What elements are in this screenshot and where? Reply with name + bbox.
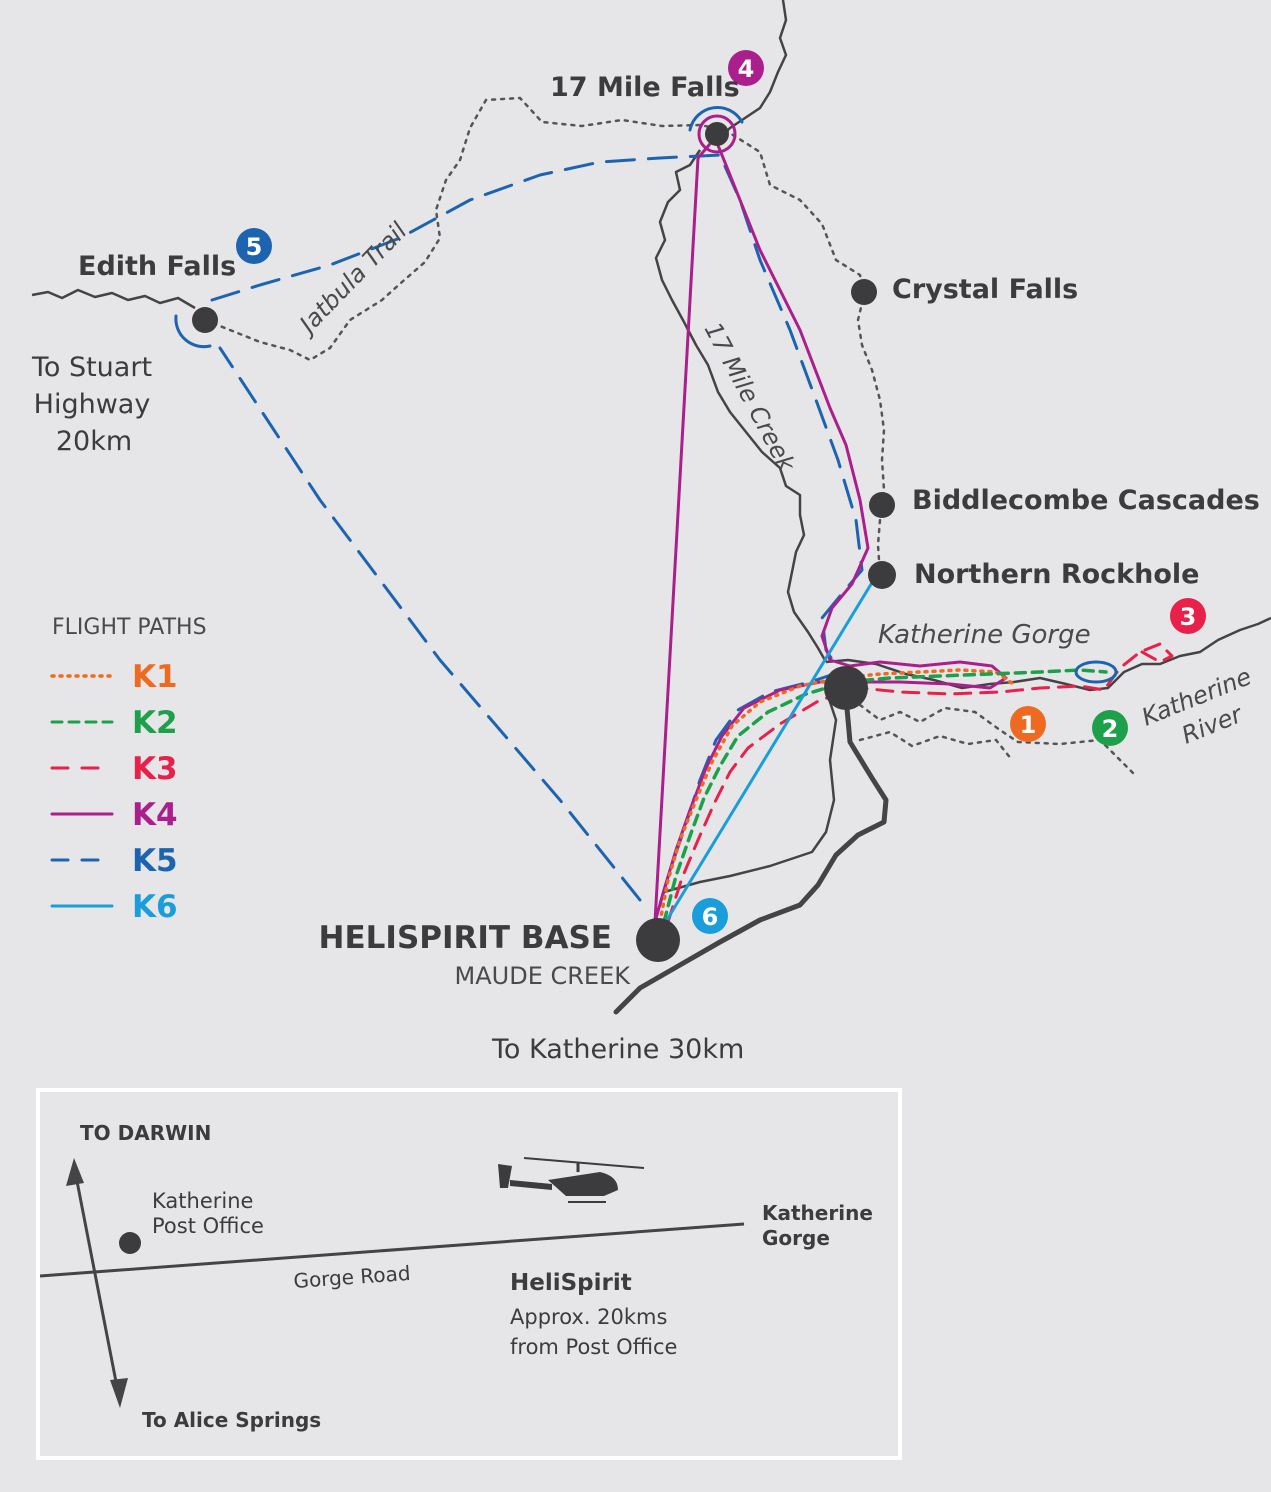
badge-4-circle	[728, 50, 764, 86]
inset-to-darwin: TO DARWIN	[80, 1121, 211, 1145]
inset-gorge-road	[39, 1222, 745, 1278]
inset-highway	[74, 1175, 120, 1393]
badge-5-circle	[236, 228, 272, 264]
legend-label-k1: K1	[132, 659, 178, 695]
legend-label-k4: K4	[132, 797, 178, 833]
label-helispirit-base: HELISPIRIT BASE	[319, 920, 612, 956]
marker-biddlecombe	[869, 492, 895, 518]
legend-label-k3: K3	[132, 751, 178, 787]
label-maude-creek: MAUDE CREEK	[455, 962, 632, 990]
label-stuart-2: Highway	[34, 389, 151, 420]
legend-label-k2: K2	[132, 705, 178, 741]
seventeen-mile-creek-upper	[719, 0, 788, 139]
inset-helispirit: HeliSpirit	[510, 1270, 632, 1296]
label-stuart-3: 20km	[56, 426, 132, 457]
inset-approx-2: from Post Office	[510, 1335, 677, 1359]
marker-helispirit-base	[636, 918, 680, 962]
inset-post-office-marker	[119, 1232, 141, 1254]
badge-3-circle	[1170, 598, 1206, 634]
label-stuart-1: To Stuart	[31, 352, 152, 383]
badge-4-number: 4	[738, 55, 755, 83]
roads	[613, 683, 889, 1015]
place-markers	[192, 122, 896, 962]
marker-katherine-gorge	[824, 666, 868, 710]
legend-label-k6: K6	[132, 889, 178, 925]
seventeen-mile-creek	[654, 149, 828, 663]
inset-post-office-2: Post Office	[152, 1214, 264, 1238]
arrow-down-icon	[110, 1378, 128, 1408]
arrow-up-icon	[66, 1158, 84, 1186]
inset-gorge-2: Gorge	[762, 1226, 830, 1250]
flight-path-k3	[666, 642, 1174, 924]
marker-edith-falls	[192, 307, 218, 333]
badge-5-number: 5	[246, 233, 263, 261]
badge-1-number: 1	[1020, 711, 1037, 739]
flight-path-k5	[210, 153, 864, 920]
flight-path-k4	[653, 136, 1008, 924]
legend-title: FLIGHT PATHS	[52, 615, 207, 640]
legend-label-k5: K5	[132, 843, 178, 879]
inset-post-office-1: Katherine	[152, 1189, 253, 1213]
marker-17-mile-falls	[705, 122, 729, 146]
k5-loop-edith-falls	[174, 314, 212, 349]
marker-northern-rockhole	[868, 561, 896, 589]
road-to-katherine	[613, 683, 889, 1015]
edith-river	[31, 288, 196, 310]
label-17-mile-falls: 17 Mile Falls	[550, 72, 740, 103]
badge-1-circle	[1010, 706, 1046, 742]
tour-badges: 1 2 3 4 5 6	[236, 50, 1206, 934]
gorge-track	[858, 703, 1138, 778]
flight-path-k1	[658, 668, 1018, 924]
flight-path-k6	[660, 574, 878, 930]
label-biddlecombe: Biddlecombe Cascades	[912, 485, 1260, 516]
badge-6-circle	[692, 898, 728, 934]
badge-2-number: 2	[1102, 715, 1119, 743]
marker-crystal-falls	[851, 279, 877, 305]
label-to-katherine: To Katherine 30km	[491, 1034, 744, 1065]
label-crystal-falls: Crystal Falls	[892, 274, 1078, 305]
badge-2-circle	[1092, 710, 1128, 746]
gorge-track-2	[858, 730, 1014, 762]
label-edith-falls: Edith Falls	[78, 251, 236, 282]
inset-gorge-1: Katherine	[762, 1201, 873, 1225]
maude-creek	[663, 689, 838, 894]
flight-paths	[174, 105, 1174, 930]
k4-loop-17-mile-falls	[697, 114, 737, 154]
helicopter-icon	[498, 1157, 645, 1203]
k5-loop-17-mile-falls	[688, 105, 744, 132]
badge-3-number: 3	[1180, 603, 1197, 631]
label-katherine-gorge: Katherine Gorge	[878, 620, 1091, 650]
inset-frame	[36, 1088, 902, 1460]
k5-loop-gorge	[1074, 660, 1118, 684]
inset-approx-1: Approx. 20kms	[510, 1305, 667, 1329]
inset-to-alice: To Alice Springs	[142, 1408, 321, 1432]
badge-6-number: 6	[702, 903, 719, 931]
label-northern-rockhole: Northern Rockhole	[914, 559, 1199, 590]
